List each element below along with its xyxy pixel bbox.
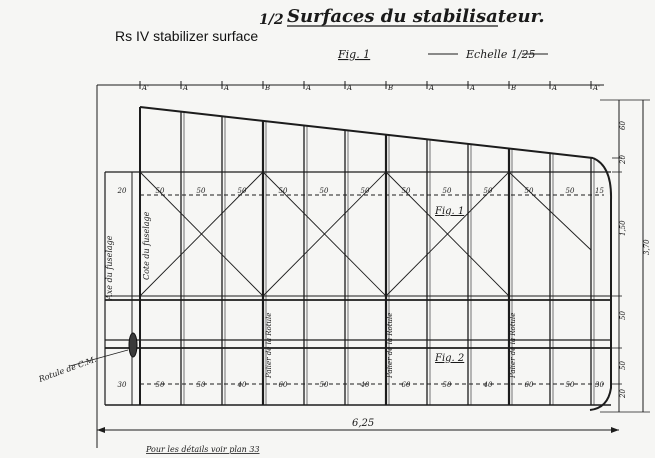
drawing-title: Surfaces du stabilisateur. (287, 6, 545, 27)
rib-spacing-label: 50 (361, 187, 370, 195)
fig-ref-2: Fig. 2 (434, 353, 464, 364)
total-span: 6,25 (352, 418, 374, 429)
rib-spacing-label: 50 (320, 187, 329, 195)
station-label: B (264, 84, 270, 92)
rib-spacing-label: 15 (595, 187, 604, 195)
station-label: A (428, 84, 434, 92)
station-label: A (469, 84, 475, 92)
rib-spacing-label: 50 (484, 187, 493, 195)
station-labels: A' A A B A A B A A B A A' (139, 81, 600, 92)
right-dimensions: 60 20 1,50 50 3,70 50 20 (612, 121, 651, 399)
rib-spacing-label: 50 (443, 187, 452, 195)
hinge-fitting (128, 332, 138, 358)
station-label: B (387, 84, 393, 92)
caption: Rs IV stabilizer surface (115, 28, 259, 44)
span-dimension-label: 3,70 (643, 239, 651, 255)
rib-spacing-label: 60 (402, 381, 411, 389)
brace-wire (139, 171, 264, 297)
rib-spacing-label: 50 (197, 381, 206, 389)
station-label: A (305, 84, 311, 92)
cross-bracing (139, 171, 592, 297)
ribs (180, 111, 595, 405)
fig-ref-1: Fig. 1 (434, 206, 464, 217)
rib-spacing-label: 50 (525, 187, 534, 195)
spar-label-2: Palier de la Rotule (386, 313, 394, 379)
station-label: B (510, 84, 516, 92)
station-label: A' (141, 84, 149, 92)
rib-spacing-label: 60 (525, 381, 534, 389)
rib-spacing-label: 30 (595, 381, 604, 389)
rib-spacing-label: 40 (483, 381, 493, 389)
rib-spacing-label: 50 (197, 187, 206, 195)
span-dimension-label: 50 (619, 361, 627, 370)
station-label: A (346, 84, 352, 92)
rib-spacing-label: 50 (566, 381, 575, 389)
rib-spacing-label: 50 (443, 381, 452, 389)
brace-wire (508, 171, 592, 251)
station-label: A (223, 84, 229, 92)
rib-spacing-label: 50 (402, 187, 411, 195)
hinge-label: Rotule de C.M. (37, 355, 98, 385)
span-dimension-label: 20 (619, 389, 627, 399)
span-dimension-label: 1,50 (619, 220, 627, 236)
footer-note: Pour les détails voir plan 33 (145, 445, 260, 454)
rib-spacing-label: 50 (566, 187, 575, 195)
span-dimension-label: 60 (619, 121, 627, 130)
rib-spacing-label: 40 (360, 381, 370, 389)
fig1-label: Fig. 1 (337, 48, 370, 61)
rib-spacing-label: 50 (320, 381, 329, 389)
scale-label: Echelle 1/25 (465, 48, 536, 61)
rib-spacing-label: 20 (117, 187, 127, 195)
station-label: A (182, 84, 188, 92)
station-label: A' (592, 84, 600, 92)
fuselage-axis-label: Axe du fuselage (105, 235, 114, 301)
rib-spacing-label: 60 (279, 381, 288, 389)
rib-spacing-label: 50 (156, 381, 165, 389)
span-dimension-label: 20 (619, 155, 627, 165)
spar-label-1: Palier de la Rotule (265, 313, 273, 379)
station-label: A (551, 84, 557, 92)
fuselage-side-label: Cote du fuselage (142, 211, 151, 280)
rib-spacing-label: 30 (118, 381, 127, 389)
rib-spacing-row-2: 30 50 50 40 60 50 40 60 50 40 60 50 30 (118, 381, 605, 389)
title-fraction: 1/2 (259, 12, 284, 28)
rib-spacing-row-1: 20 50 50 50 50 50 50 50 50 50 50 50 15 (117, 187, 605, 195)
rib-spacing-label: 50 (279, 187, 288, 195)
brace-wire (385, 171, 510, 297)
brace-wire (262, 171, 387, 297)
rib-spacing-label: 50 (238, 187, 247, 195)
span-dimension-label: 50 (619, 311, 627, 320)
rib-spacing-label: 40 (237, 381, 247, 389)
spar-label-3: Palier de la Rotule (509, 313, 517, 379)
rib-spacing-label: 50 (156, 187, 165, 195)
